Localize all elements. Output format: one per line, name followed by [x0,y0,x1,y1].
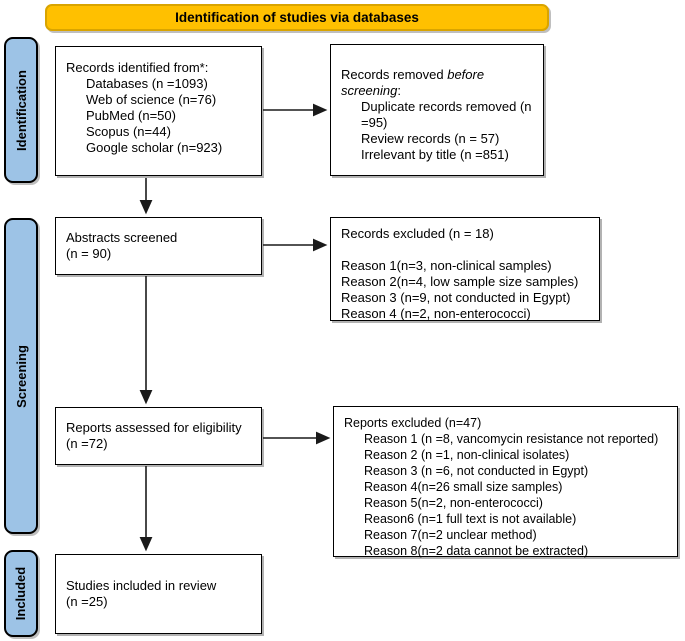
box-records-removed-heading: Records removed before screening: [341,67,485,98]
text-line: Reason 2(n=4, low sample size samples) [341,274,579,289]
text-line: Reason6 (n=1 full text is not available) [364,512,577,526]
stage-label-identification: Identification [4,37,38,183]
box-reports-assessed-line1: Reports assessed for eligibility [66,420,242,435]
stage-label-identification-text: Identification [13,69,29,151]
box-records-excluded-heading: Records excluded (n = 18) [341,226,494,241]
box-records-removed-items: Duplicate records removed (n =95)Review … [341,99,533,163]
text-line: Reason 2 (n =1, non-clinical isolates) [364,448,570,462]
box-reports-assessed: Reports assessed for eligibility (n =72) [55,407,262,465]
text-line: Irrelevant by title (n =851) [361,147,509,162]
box-records-excluded: Records excluded (n = 18) Reason 1(n=3, … [330,217,600,321]
box-records-removed: Records removed before screening: Duplic… [330,44,544,176]
text-line: Reason 4 (n=2, non-enterococci) [341,306,531,321]
box-abstracts-screened-line2: (n = 90) [66,246,112,261]
text-line: Duplicate records removed (n =95) [361,99,532,130]
banner-identification-via-databases: Identification of studies via databases [45,4,549,31]
box-abstracts-screened-line1: Abstracts screened [66,230,178,245]
text-line: Scopus (n=44) [86,124,171,139]
text-line: Reason 5(n=2, non-enterococci) [364,496,543,510]
box-records-excluded-items: Reason 1(n=3, non-clinical samples)Reaso… [341,258,589,322]
banner-title: Identification of studies via databases [175,10,419,25]
text-line: PubMed (n=50) [86,108,176,123]
stage-label-screening-text: Screening [13,344,29,408]
box-reports-assessed-line2: (n =72) [66,436,108,451]
box-reports-excluded-items: Reason 1 (n =8, vancomycin resistance no… [344,431,667,559]
text-line: Reason 1 (n =8, vancomycin resistance no… [364,432,659,446]
text-line: Web of science (n=76) [86,92,217,107]
box-studies-included: Studies included in review (n =25) [55,554,262,634]
text-line: Reason 8(n=2 data cannot be extracted) [364,544,589,558]
box-records-identified-heading: Records identified from*: [66,60,209,75]
italic-before-screening: before screening [341,67,485,98]
spacer [341,242,589,258]
stage-label-included: Included [4,550,38,637]
text-line: Reason 7(n=2 unclear method) [364,528,537,542]
text-line: Databases (n =1093) [86,76,208,91]
text-line: Reason 3 (n=9, not conducted in Egypt) [341,290,571,305]
text-line: Reason 4(n=26 small size samples) [364,480,563,494]
text-line: Review records (n = 57) [361,131,500,146]
box-reports-excluded-heading: Reports excluded (n=47) [344,416,482,430]
box-records-identified: Records identified from*: Databases (n =… [55,46,262,176]
box-abstracts-screened: Abstracts screened (n = 90) [55,217,262,275]
box-records-identified-items: Databases (n =1093)Web of science (n=76)… [66,76,251,156]
text-line: Reason 3 (n =6, not conducted in Egypt) [364,464,589,478]
box-reports-excluded: Reports excluded (n=47) Reason 1 (n =8, … [333,406,678,559]
text-line: Reason 1(n=3, non-clinical samples) [341,258,552,273]
stage-label-included-text: Included [13,566,29,621]
box-studies-included-line2: (n =25) [66,594,108,609]
stage-label-screening: Screening [4,218,38,534]
text-line: Google scholar (n=923) [86,140,223,155]
box-studies-included-line1: Studies included in review [66,578,217,593]
